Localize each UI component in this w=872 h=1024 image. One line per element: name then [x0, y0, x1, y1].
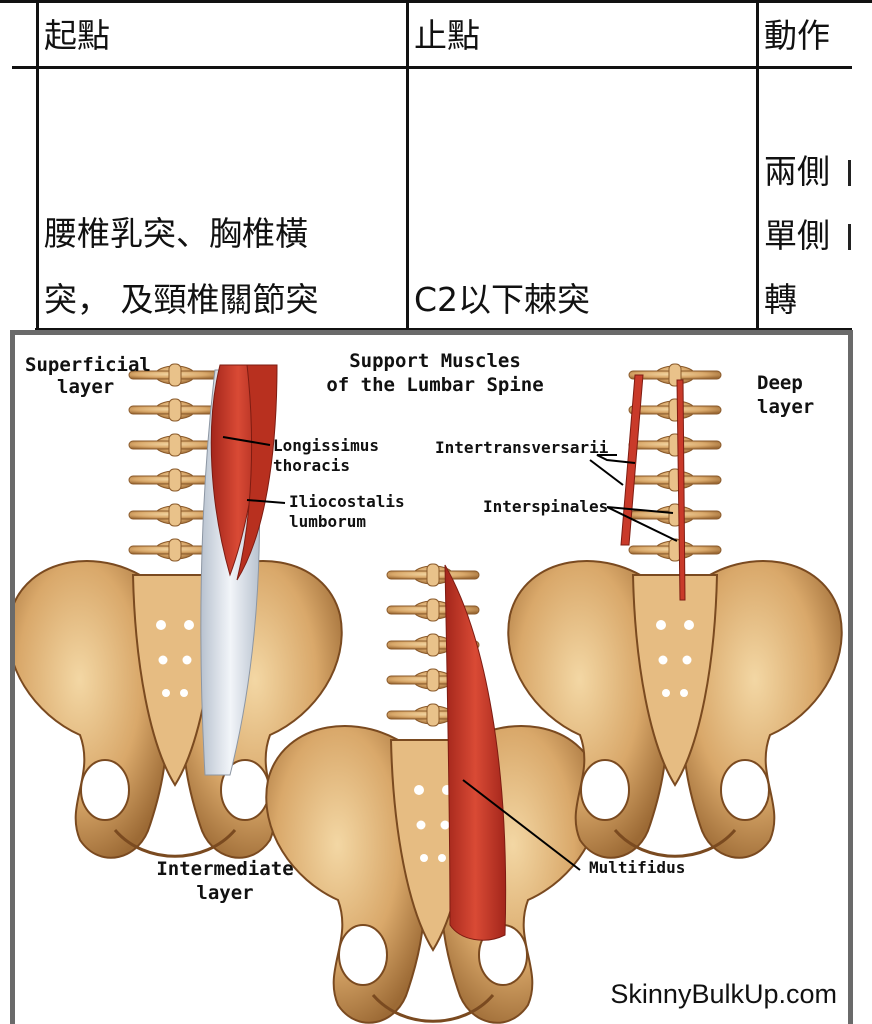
header-action: 動作: [764, 16, 830, 55]
table-header-divider: [12, 66, 852, 69]
superficial-spine-specimen: [15, 363, 344, 860]
insertion-value: C2以下棘突: [414, 280, 591, 319]
multifidus-leader: [462, 779, 581, 871]
interspinales-leader-2: [606, 506, 674, 514]
origin-line-2: 突， 及頸椎關節突: [44, 280, 319, 319]
clipped-glyph-mark: [848, 160, 851, 186]
clipped-glyph-mark: [848, 224, 851, 250]
intertransversarii-label: Intertransversarii: [435, 438, 609, 457]
iliocostalis-label-line-1: Iliocostalis: [289, 492, 405, 511]
table-top-border: [0, 0, 872, 3]
header-insertion: 止點: [414, 16, 480, 55]
intermediate-spine-specimen: [264, 563, 602, 1024]
figure-title-line-1: Support Muscles: [349, 350, 521, 372]
table-bottom-border: [35, 328, 852, 331]
deep-spine-specimen: [506, 363, 844, 860]
table-col-divider-1: [406, 0, 409, 330]
table-left-border: [36, 0, 39, 330]
deep-label-line-1: Deep: [757, 372, 803, 394]
figure-title-line-2: of the Lumbar Spine: [326, 374, 543, 396]
multifidus-label: Multifidus: [589, 858, 685, 877]
intermediate-label-line-2: layer: [196, 882, 253, 904]
action-line-1: 兩側: [764, 152, 830, 191]
longissimus-leader: [222, 436, 271, 446]
iliocostalis-leader: [246, 499, 286, 504]
deep-label-line-2: layer: [757, 396, 814, 418]
origin-line-1: 腰椎乳突、胸椎橫: [44, 214, 308, 253]
intertransversarii-leader: [596, 454, 636, 464]
anatomy-drawing: Superficial layer Support Muscles of the…: [15, 350, 844, 1024]
iliocostalis-label-line-2: lumborum: [289, 512, 366, 531]
action-line-2: 單側: [764, 216, 830, 255]
action-line-3: 轉: [764, 280, 797, 319]
longissimus-label-line-1: Longissimus: [273, 436, 379, 455]
interspinales-leader: [606, 506, 678, 542]
table-col-divider-2: [756, 0, 759, 330]
intertransversarii-leader-2: [589, 459, 624, 486]
lumbar-muscles-illustration: Superficial layer Support Muscles of the…: [10, 330, 853, 1024]
longissimus-label-line-2: thoracis: [273, 456, 350, 475]
superficial-label-line-1: Superficial: [25, 354, 151, 376]
interspinales-label: Interspinales: [483, 497, 608, 516]
superficial-label-line-2: layer: [57, 376, 114, 398]
source-credit: SkinnyBulkUp.com: [610, 979, 837, 1009]
muscle-table: 起點 止點 動作 腰椎乳突、胸椎橫 突， 及頸椎關節突 C2以下棘突 兩側 單側…: [0, 0, 872, 331]
header-origin: 起點: [44, 16, 110, 55]
intermediate-label-line-1: Intermediate: [156, 858, 293, 880]
